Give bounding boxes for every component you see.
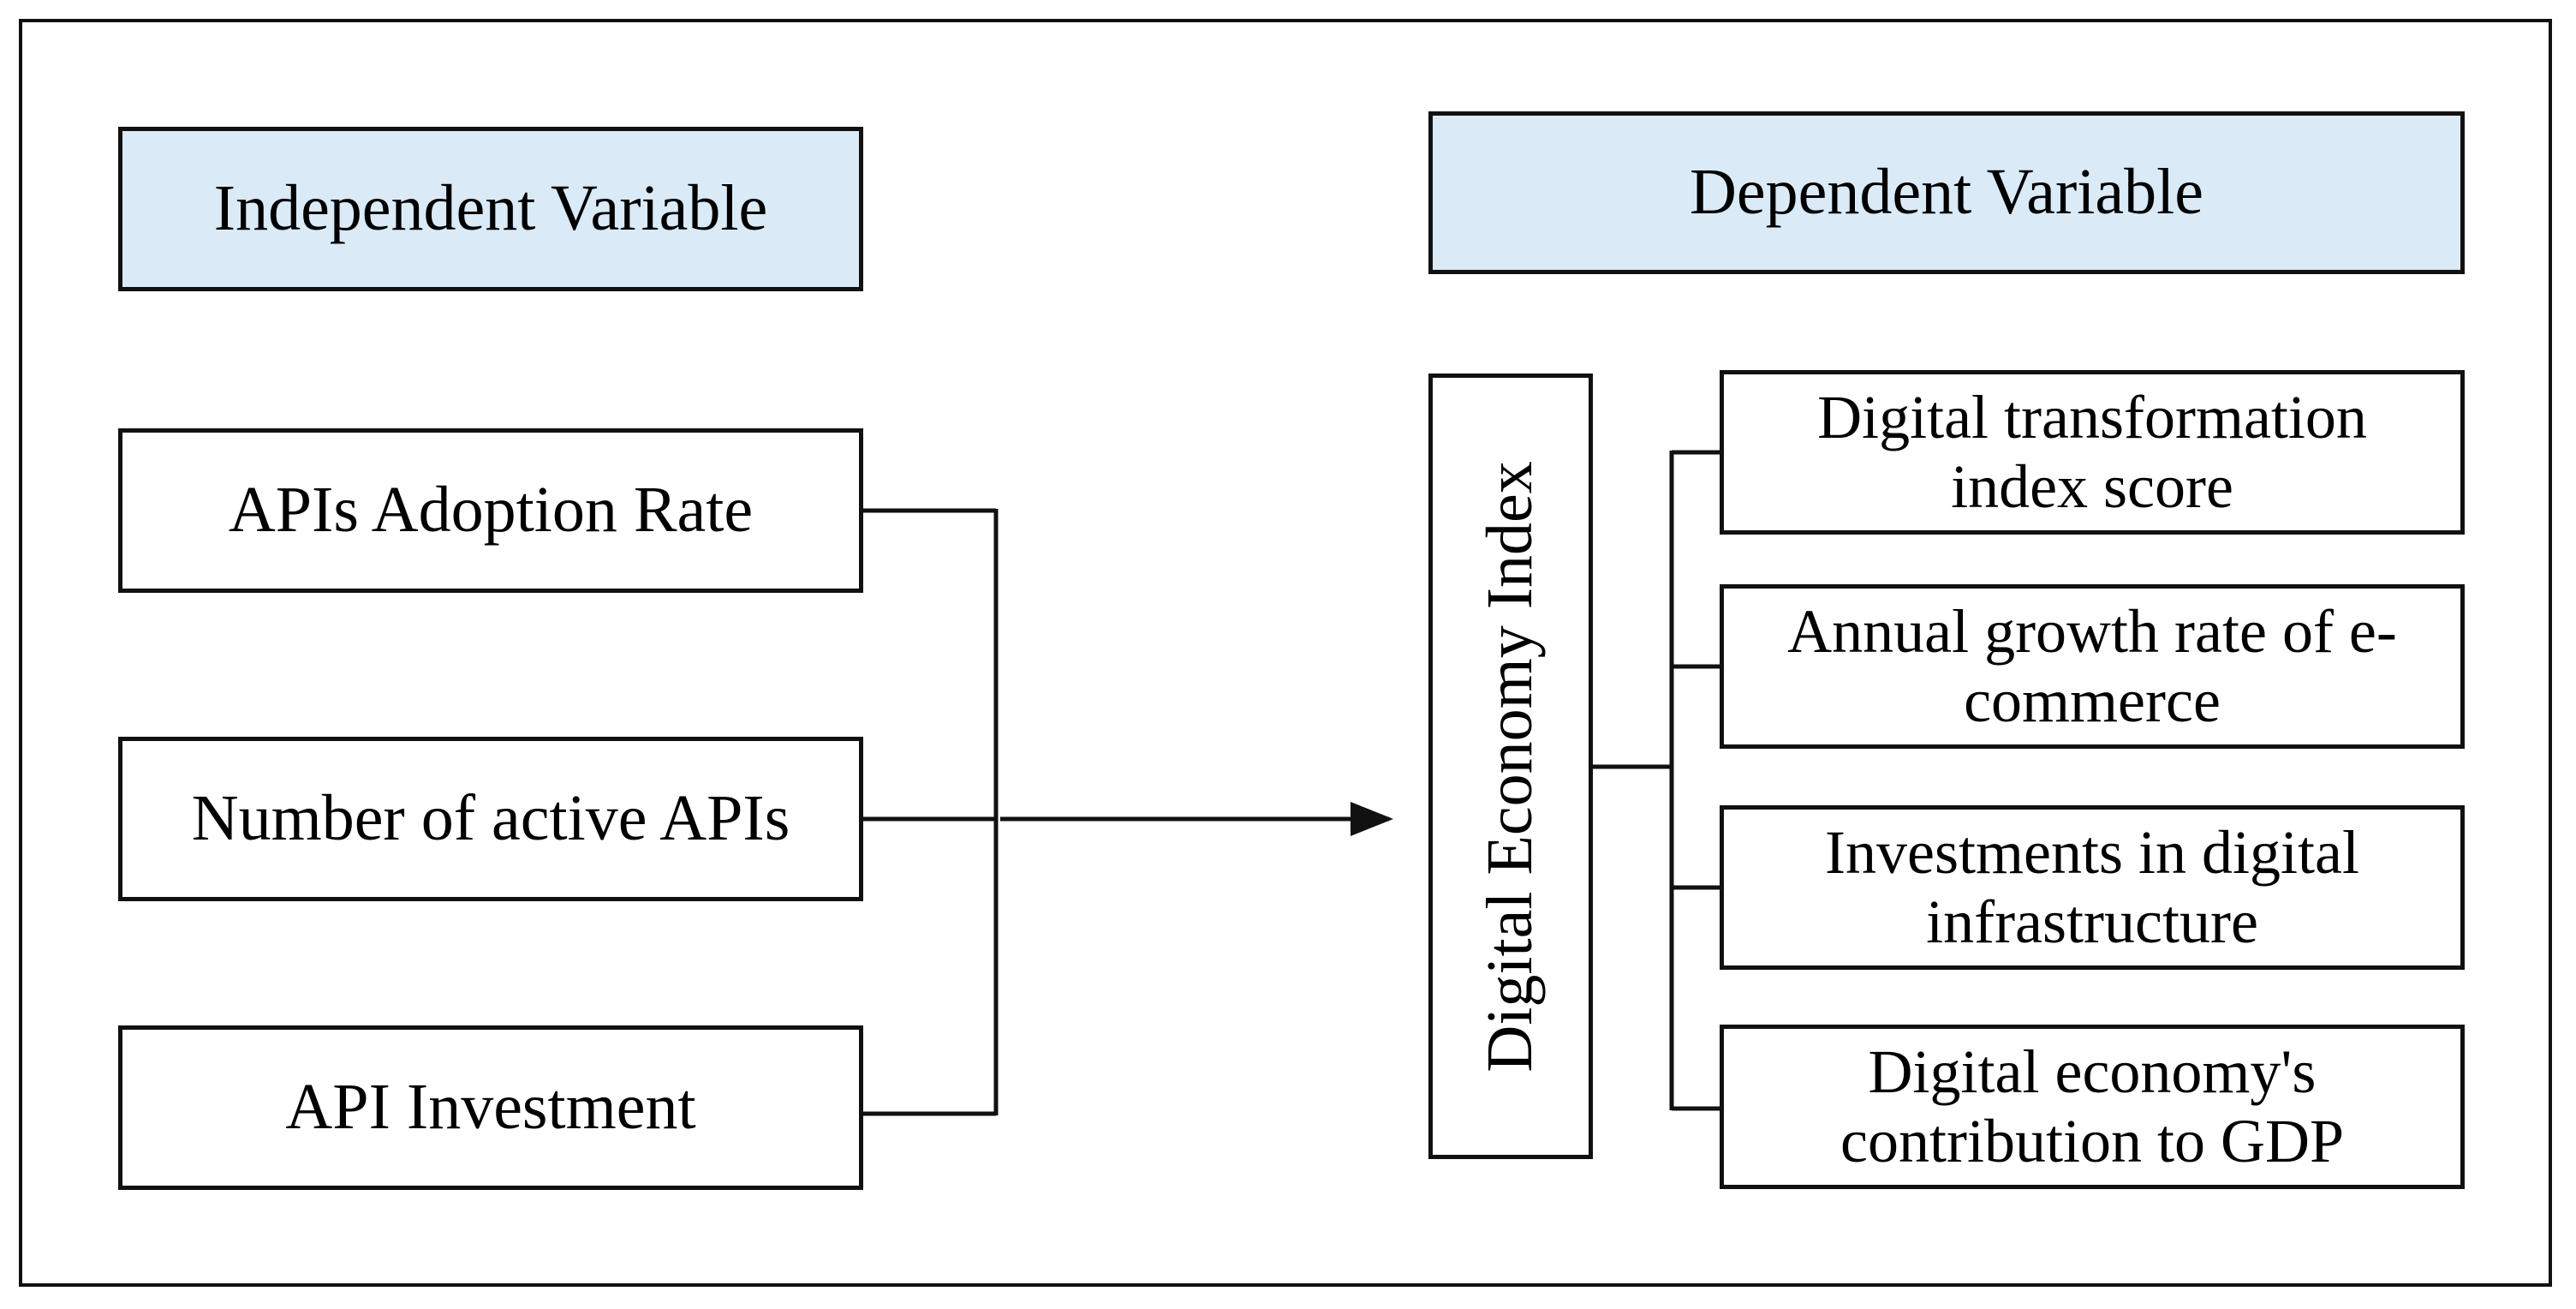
dependent-variable-header-label: Dependent Variable bbox=[1689, 156, 2204, 229]
indicator-ecommerce-growth: Annual growth rate of e-commerce bbox=[1720, 584, 2465, 749]
independent-item-label: Number of active APIs bbox=[191, 782, 790, 855]
dependent-variable-header: Dependent Variable bbox=[1428, 111, 2465, 274]
independent-variable-header: Independent Variable bbox=[118, 127, 863, 291]
indicator-label: Annual growth rate of e-commerce bbox=[1787, 596, 2397, 735]
independent-variable-header-label: Independent Variable bbox=[213, 172, 768, 245]
indicator-label: Digital economy's contribution to GDP bbox=[1840, 1037, 2344, 1175]
indicator-label: Investments in digital infrastructure bbox=[1825, 817, 2359, 956]
indicator-gdp-contribution: Digital economy's contribution to GDP bbox=[1720, 1025, 2465, 1189]
indicator-transformation-score: Digital transformation index score bbox=[1720, 370, 2465, 535]
independent-item-api-investment: API Investment bbox=[118, 1025, 863, 1190]
indicator-label: Digital transformation index score bbox=[1817, 382, 2367, 521]
independent-item-label: APIs Adoption Rate bbox=[228, 474, 754, 547]
independent-item-adoption-rate: APIs Adoption Rate bbox=[118, 428, 863, 593]
independent-item-active-apis: Number of active APIs bbox=[118, 737, 863, 901]
digital-economy-index-box: Digital Economy Index bbox=[1428, 374, 1593, 1159]
indicator-digital-infrastructure: Investments in digital infrastructure bbox=[1720, 805, 2465, 970]
diagram-frame bbox=[19, 19, 2552, 1287]
independent-item-label: API Investment bbox=[285, 1071, 696, 1144]
